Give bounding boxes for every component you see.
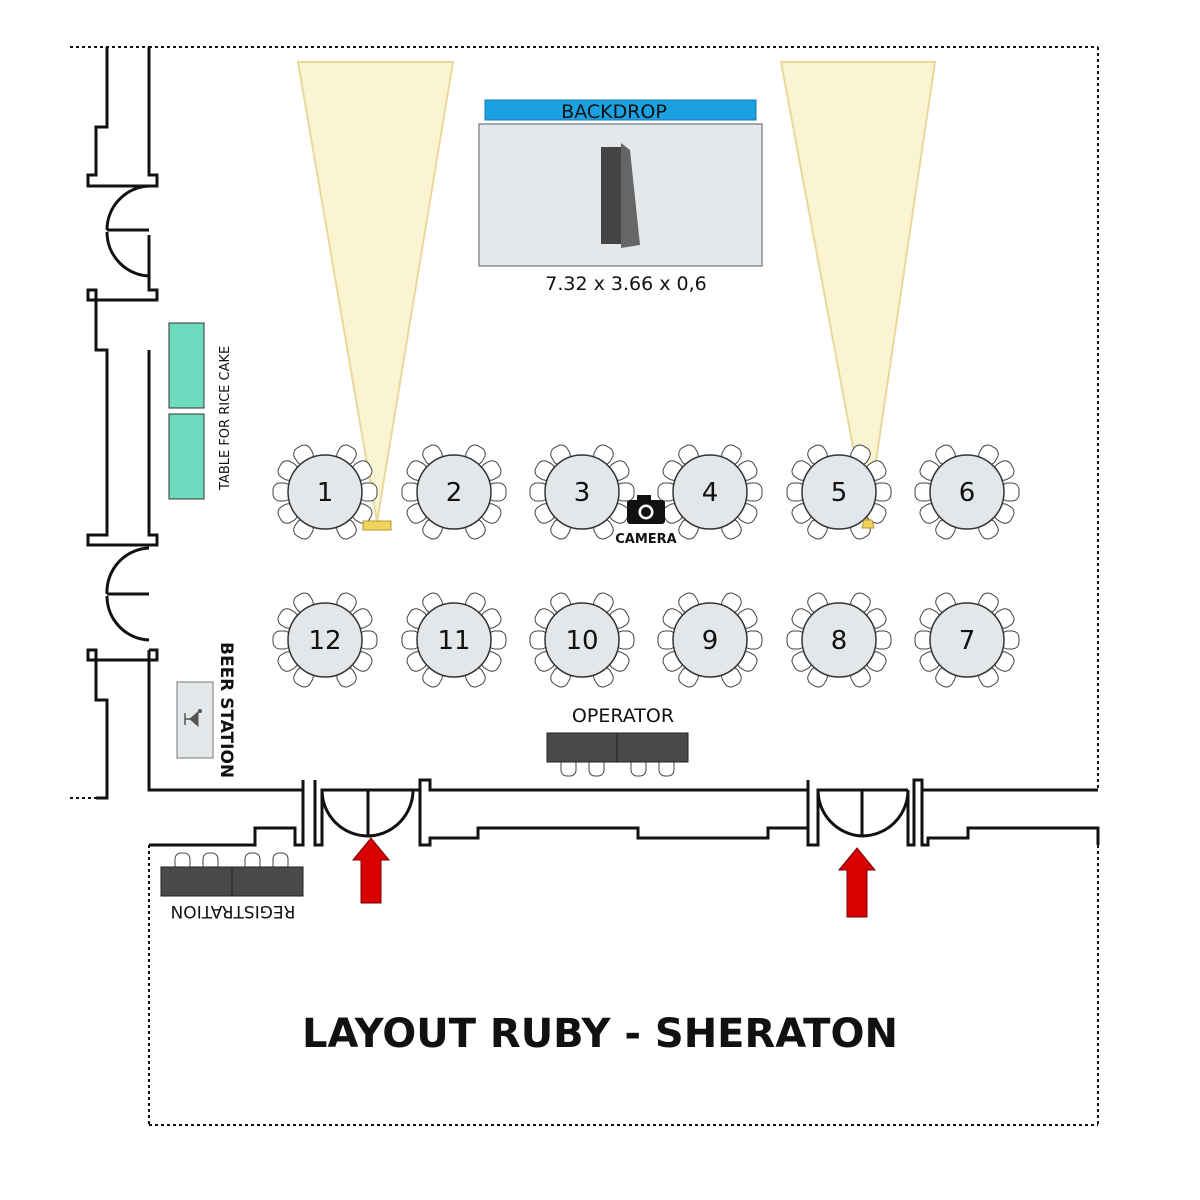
table-top <box>929 454 1005 530</box>
round-table: 1 <box>272 444 378 540</box>
registration-desk: REGISTRATION <box>160 852 304 921</box>
registration-label: REGISTRATION <box>171 901 296 921</box>
table-top <box>929 602 1005 678</box>
entrance-arrows <box>351 837 877 918</box>
podium <box>601 143 640 248</box>
camera: CAMERA <box>615 495 677 547</box>
table-top <box>416 602 492 678</box>
round-table: 12 <box>272 592 378 688</box>
round-table: 7 <box>914 592 1020 688</box>
stage-dimensions: 7.32 x 3.66 x 0,6 <box>545 273 706 295</box>
table-number: 2 <box>446 478 463 508</box>
table-number: 9 <box>702 626 719 656</box>
table-number: 4 <box>702 478 719 508</box>
rice-cake-table-2 <box>168 413 205 500</box>
rice-cake-tables: TABLE FOR RICE CAKE <box>168 322 233 500</box>
table-top <box>672 454 748 530</box>
table-top <box>672 602 748 678</box>
table-top <box>287 602 363 678</box>
light-beam-right <box>779 61 937 523</box>
table-number: 8 <box>831 626 848 656</box>
camera-icon <box>627 495 665 524</box>
rice-cake-table-label: TABLE FOR RICE CAKE <box>218 346 233 491</box>
beer-station: BEER STATION <box>176 642 236 778</box>
door-bottom-left <box>320 789 415 838</box>
round-table: 2 <box>401 444 507 540</box>
table-top <box>416 454 492 530</box>
table-top <box>544 602 620 678</box>
table-number: 6 <box>959 478 976 508</box>
operator-label: OPERATOR <box>572 705 674 727</box>
table-top <box>287 454 363 530</box>
table-number: 1 <box>317 478 334 508</box>
table-number: 7 <box>959 626 976 656</box>
spotlights <box>362 519 875 531</box>
round-table: 4 <box>657 444 763 540</box>
spotlight-icon <box>362 520 392 531</box>
door-left-lower <box>105 546 150 642</box>
cocktail-glass-icon <box>184 709 202 728</box>
operator-station: OPERATOR <box>546 705 689 777</box>
operator-desk-right <box>616 732 689 763</box>
table-top <box>801 602 877 678</box>
table-top <box>544 454 620 530</box>
table-number: 12 <box>308 626 341 656</box>
camera-label: CAMERA <box>615 532 677 547</box>
backdrop-label: BACKDROP <box>561 101 667 123</box>
table-number: 11 <box>437 626 470 656</box>
registration-desk-left <box>160 866 233 897</box>
round-table: 3 <box>529 444 635 540</box>
round-table: 11 <box>401 592 507 688</box>
round-table: 9 <box>657 592 763 688</box>
round-table: 8 <box>786 592 892 688</box>
layout-title: LAYOUT RUBY - SHERATON <box>302 1011 898 1057</box>
door-bottom-right <box>816 789 910 838</box>
round-table: 5 <box>786 444 892 540</box>
light-beam-left <box>296 61 455 523</box>
rice-cake-table-1 <box>168 322 205 409</box>
round-table: 10 <box>529 592 635 688</box>
entrance-arrow-icon <box>837 847 877 918</box>
table-top <box>801 454 877 530</box>
spotlight-icon <box>861 519 875 529</box>
table-number: 5 <box>831 478 848 508</box>
stage-area: BACKDROP 7.32 x 3.66 x 0,6 <box>478 99 763 295</box>
room-walls <box>70 46 1100 1126</box>
backdrop <box>484 99 757 121</box>
light-beams <box>296 61 937 523</box>
door-left-upper <box>105 184 150 278</box>
beer-station-label: BEER STATION <box>216 642 236 778</box>
table-number: 10 <box>565 626 598 656</box>
entrance-arrow-icon <box>351 837 391 904</box>
registration-desk-right <box>231 866 304 897</box>
doors <box>105 184 910 838</box>
operator-desk-left <box>546 732 618 763</box>
table-number: 3 <box>574 478 591 508</box>
round-table: 6 <box>914 444 1020 540</box>
